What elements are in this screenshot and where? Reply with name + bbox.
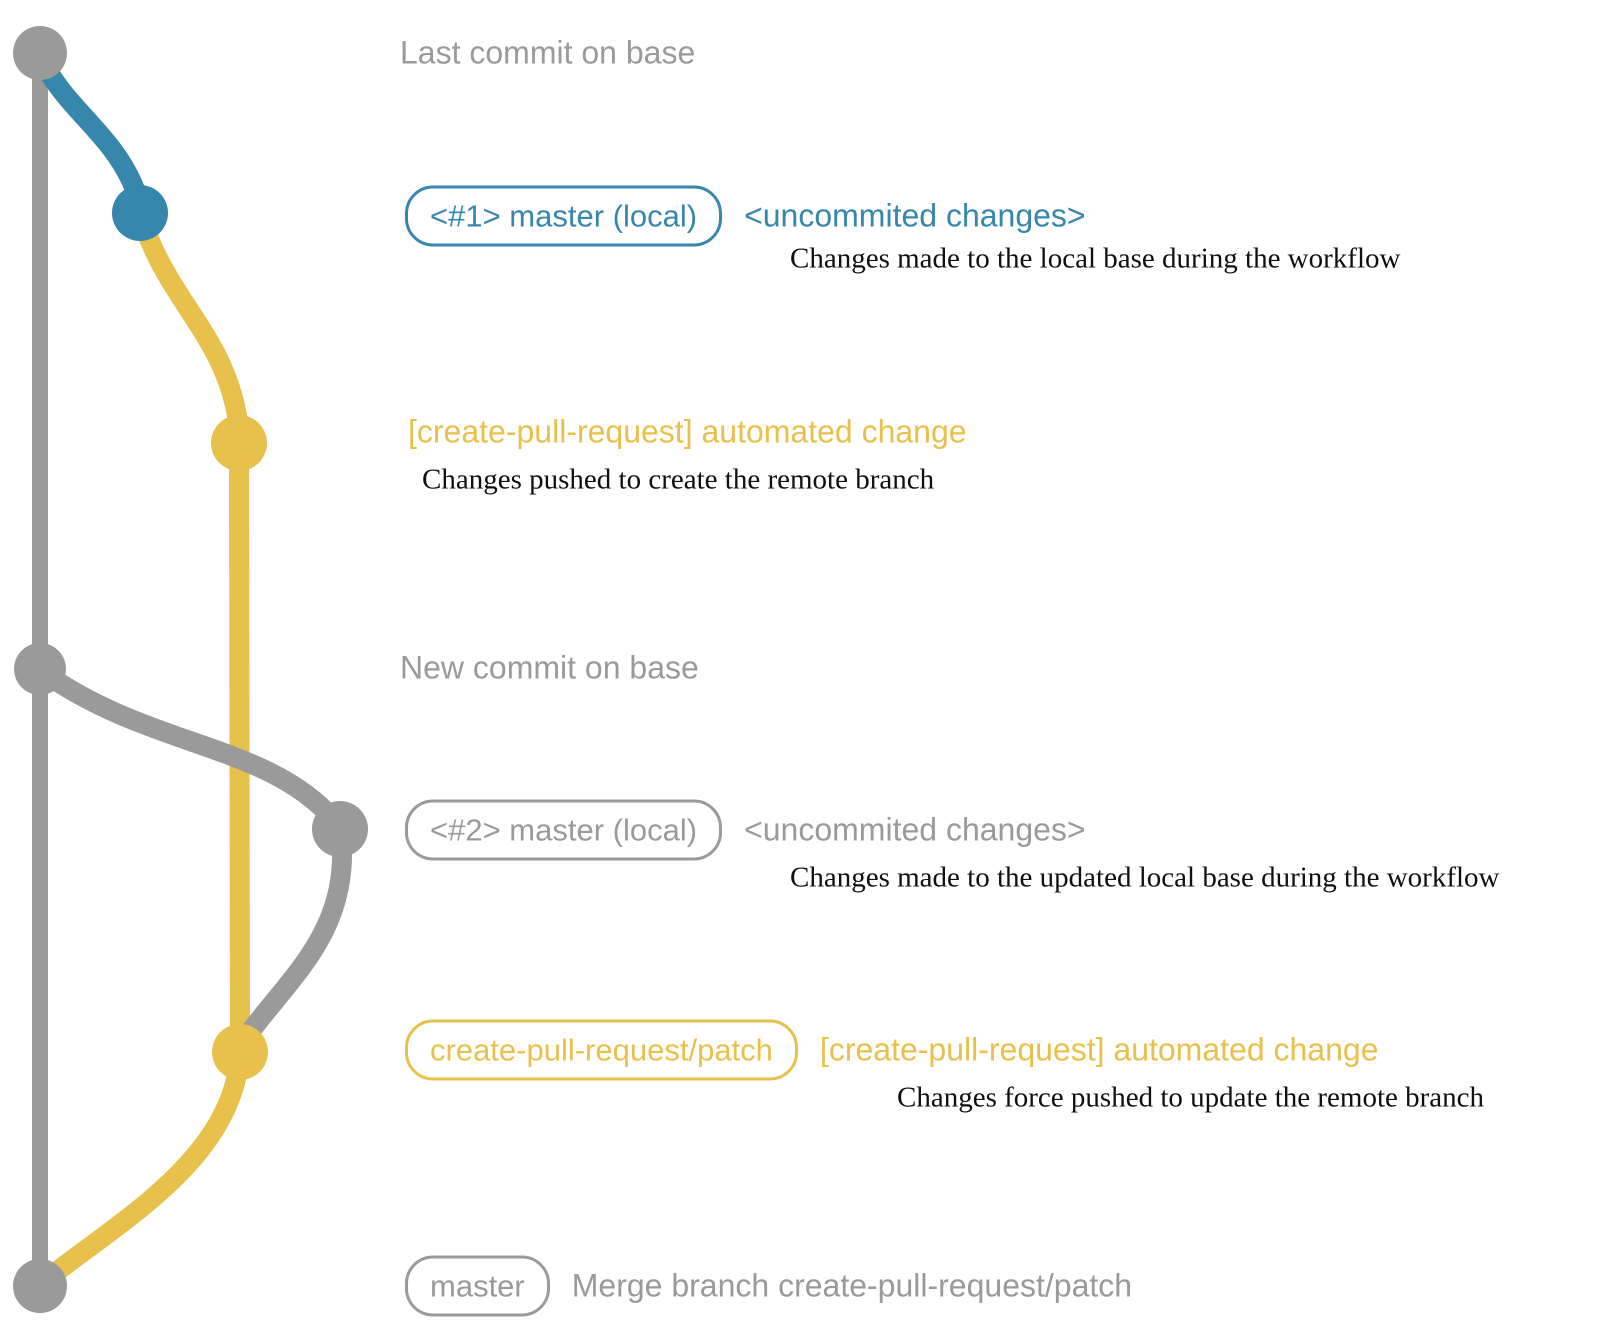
uncommitted-changes-1-label: <uncommited changes>	[744, 197, 1086, 234]
commit-dot-automated-1	[211, 415, 267, 471]
commit-dot-automated-2	[212, 1024, 268, 1080]
automated-change-1-label: [create-pull-request] automated change	[408, 413, 967, 450]
new-commit-label: New commit on base	[400, 649, 699, 686]
merge-commit-label: Merge branch create-pull-request/patch	[571, 1267, 1133, 1304]
automated-change-2-description: Changes force pushed to update the remot…	[897, 1081, 1485, 1114]
row-uncommitted-changes-2: <#2> master (local) <uncommited changes>	[405, 799, 1086, 861]
commit-dot-merge	[13, 1259, 67, 1313]
commit-dot-new-base	[14, 643, 66, 695]
commit-dot-last-base	[13, 26, 67, 80]
row-last-commit-on-base: Last commit on base	[400, 35, 695, 70]
force-push-branch-line	[237, 823, 353, 1046]
commit-dot-uncommitted-2	[312, 801, 368, 857]
row-merge-commit: master Merge branch create-pull-request/…	[405, 1255, 1133, 1317]
local-master-2-branch-line	[36, 664, 344, 830]
last-commit-label: Last commit on base	[400, 34, 696, 71]
branch-badge-master-local-1: <#1> master (local)	[405, 185, 723, 247]
row-uncommitted-changes-1: <#1> master (local) <uncommited changes>	[405, 185, 1086, 247]
branch-badge-master: master	[405, 1255, 550, 1317]
row-automated-change-1: [create-pull-request] automated change	[408, 414, 967, 449]
row-new-commit-on-base: New commit on base	[400, 650, 699, 685]
row-automated-change-2: create-pull-request/patch [create-pull-r…	[405, 1019, 1379, 1081]
uncommitted-changes-1-description: Changes made to the local base during th…	[790, 242, 1401, 275]
branch-badge-create-pull-request-patch: create-pull-request/patch	[405, 1019, 798, 1081]
branch-badge-master-local-2: <#2> master (local)	[405, 799, 723, 861]
automated-change-1-description: Changes pushed to create the remote bran…	[422, 463, 935, 496]
uncommitted-changes-2-description: Changes made to the updated local base d…	[790, 861, 1500, 894]
automated-change-2-label: [create-pull-request] automated change	[819, 1031, 1379, 1068]
commit-dot-uncommitted-1	[112, 185, 168, 241]
uncommitted-changes-2-label: <uncommited changes>	[744, 811, 1086, 848]
local-master-1-branch-line	[32, 50, 146, 202]
